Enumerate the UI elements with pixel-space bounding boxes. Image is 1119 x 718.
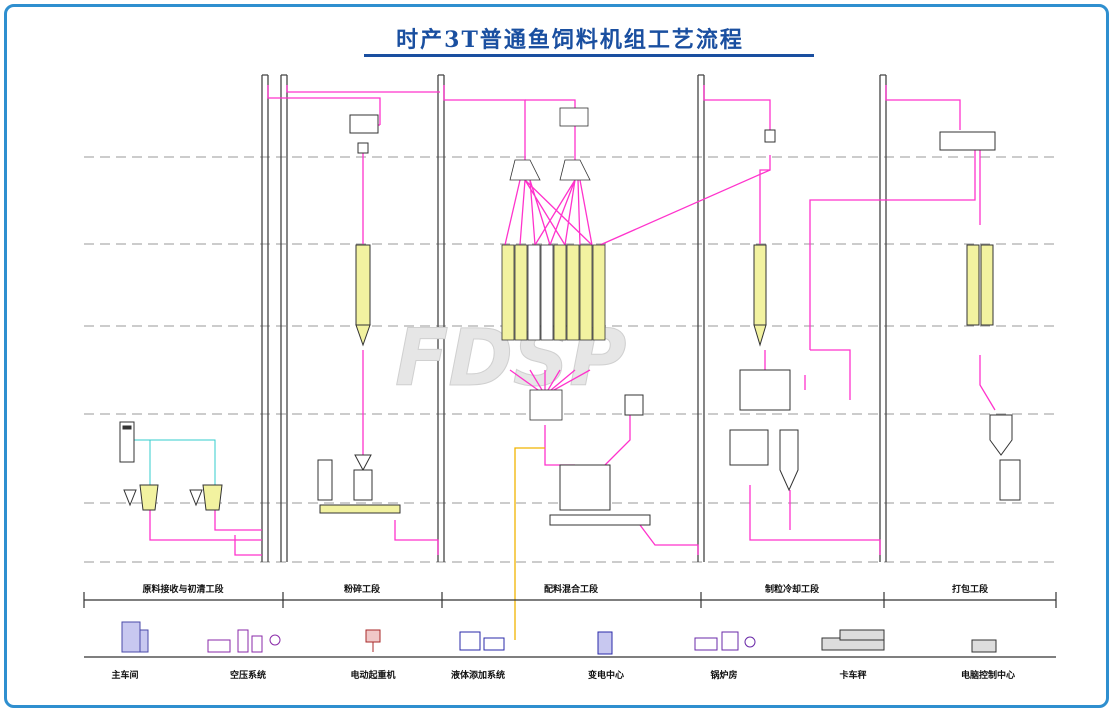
receiving-equipment (119, 421, 223, 511)
facility-label-main-workshop: 主车间 (111, 669, 138, 681)
facility-label-control-center: 电脑控制中心 (961, 669, 1015, 681)
facility-label-boiler-room: 锅炉房 (709, 669, 737, 681)
building-icon (121, 621, 149, 653)
crane-icon (365, 629, 381, 652)
facility-label-crane: 电动起重机 (350, 669, 395, 681)
pelleting-equipment (729, 129, 799, 492)
section-label-packing: 打包工段 (952, 583, 989, 595)
liquid-tank-icon (459, 631, 505, 651)
pipelines (149, 85, 996, 556)
liquid-line (514, 447, 545, 640)
computer-icon (971, 639, 997, 653)
section-label-receiving: 原料接收与初清工段 (142, 583, 224, 595)
facility-label-power-center: 变电中心 (588, 669, 624, 681)
diagram-title: 时产3T普通鱼饲料机组工艺流程 (396, 27, 744, 53)
diagram-frame (4, 4, 1109, 708)
boiler-icon (694, 631, 756, 651)
air-compressor-icon (207, 629, 281, 653)
facility-label-liquid-system: 液体添加系统 (451, 669, 505, 681)
section-label-pelleting: 制粒冷却工段 (765, 583, 820, 595)
facility-label-truck-scale: 卡车秤 (839, 669, 866, 681)
mixer-equipment (549, 394, 651, 526)
air-lines (132, 439, 216, 485)
truck-scale-icon (821, 629, 885, 651)
title-underline (364, 54, 814, 57)
elevator-columns (261, 74, 887, 562)
facility-label-air-compressor: 空压系统 (230, 669, 266, 681)
batching-bins (501, 107, 606, 421)
power-cabinet-icon (597, 631, 613, 655)
section-dimension-line (83, 592, 1057, 608)
packing-equipment (939, 131, 1021, 501)
section-label-grinding: 粉碎工段 (344, 583, 381, 595)
grinding-equipment (317, 114, 401, 514)
section-label-batching: 配料混合工段 (544, 583, 599, 595)
